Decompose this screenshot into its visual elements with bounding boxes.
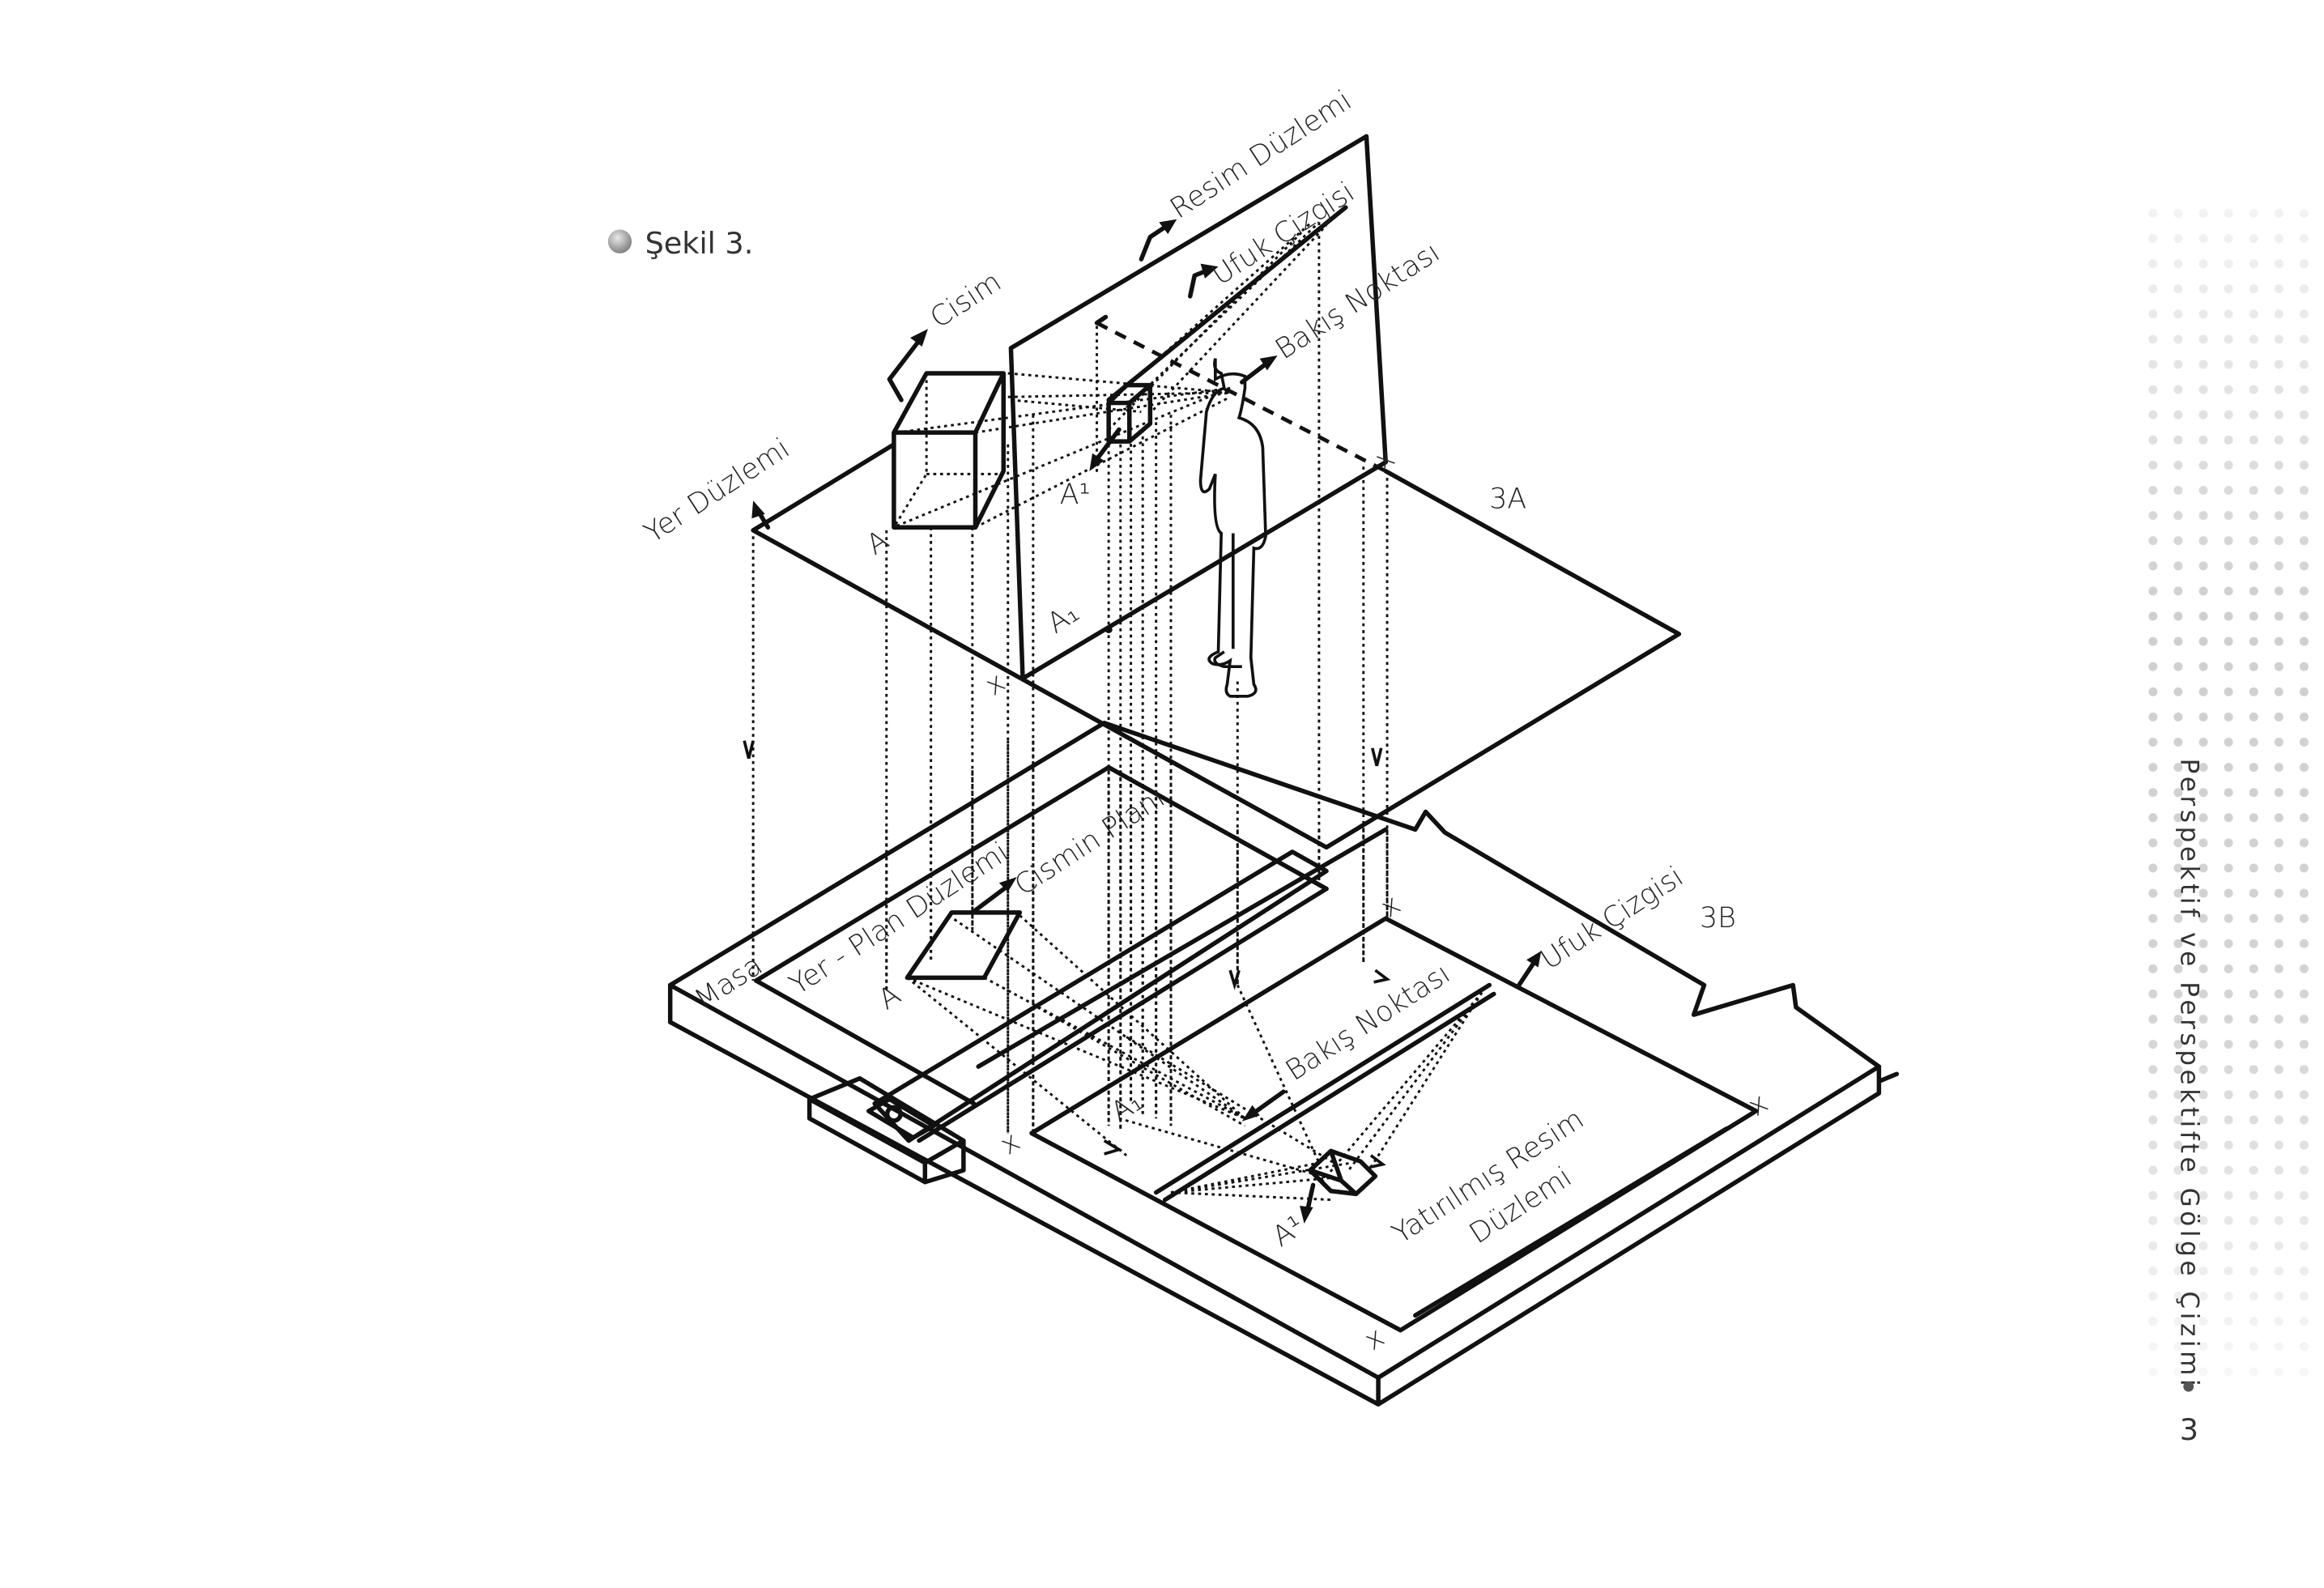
sidebar-dot-pattern — [2141, 207, 2324, 1378]
diagram-3b — [667, 720, 1900, 1407]
table-board — [667, 720, 1882, 1380]
ground-plan-panel — [754, 764, 1329, 1106]
x-mark: x — [1375, 888, 1407, 925]
figure-bullet-icon — [607, 229, 632, 253]
label-cisim: Cisim — [925, 266, 1007, 335]
chapter-bullet-icon — [2183, 1381, 2194, 1392]
horizon-line — [1106, 205, 1348, 402]
recumbent-projected-box — [1308, 1148, 1378, 1197]
arrow-resim — [1139, 223, 1171, 262]
picture-plane — [1008, 134, 1388, 681]
ruler-clamp — [807, 1075, 966, 1185]
figure-title: Şekil 3. — [645, 226, 754, 261]
recumbent-picture-plane — [1029, 916, 1759, 1333]
arrow-bakis — [1240, 360, 1270, 385]
label-yer-duzlemi: Yer Düzlemi — [639, 432, 796, 550]
page-number: 3 — [2180, 1412, 2198, 1447]
object-box — [892, 371, 1007, 530]
x-mark: x — [994, 1126, 1026, 1162]
arrow-a-sup — [1094, 427, 1122, 462]
ground-plane — [751, 314, 1682, 850]
label-ufuk-cizgisi-bottom: Ufuk Çizgisi — [1535, 861, 1690, 977]
label-a-top: A — [861, 524, 895, 561]
label-3b: 3B — [1700, 902, 1736, 934]
chapter-title: Perspektif ve Perspektifte Gölge Çizimi — [2175, 759, 2204, 1390]
label-cismin-plani: Cismin Planı — [1009, 781, 1171, 902]
label-a-sup-top: A¹ — [1060, 479, 1091, 511]
label-a-bottom: A — [873, 979, 907, 1016]
label-bakis-noktasi-top: Bakış Noktası — [1270, 236, 1445, 366]
object-plan — [904, 910, 1023, 981]
ruler-pivot — [884, 1105, 903, 1123]
observer-figure — [1198, 358, 1267, 698]
x-mark: x — [1359, 1321, 1390, 1357]
arrow-cisim — [887, 338, 922, 402]
label-masa: Masa — [689, 949, 768, 1016]
label-3a: 3A — [1489, 483, 1526, 515]
label-a-sub-top: A₁ — [1041, 596, 1084, 640]
